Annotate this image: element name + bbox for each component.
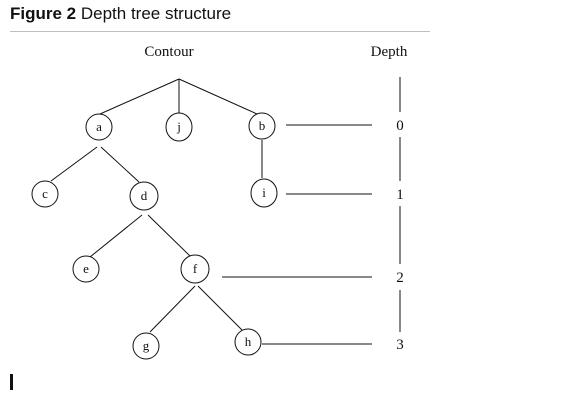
- edge-root-b: [178, 78, 258, 115]
- node-e: e: [72, 255, 100, 283]
- node-f-label: f: [193, 261, 198, 276]
- node-a-label: a: [96, 119, 102, 134]
- depth-3: 3: [396, 337, 404, 353]
- node-j: j: [165, 112, 193, 142]
- node-b-label: b: [259, 118, 266, 133]
- depth-0: 0: [396, 118, 404, 134]
- depth-2: 2: [396, 270, 404, 286]
- edge-f-g: [149, 285, 196, 333]
- edge-root-a: [99, 78, 180, 115]
- depth-1: 1: [396, 187, 404, 203]
- figure-label: Figure 2: [10, 4, 77, 23]
- edge-a-c: [50, 146, 98, 182]
- node-i: i: [250, 178, 278, 208]
- node-c: c: [31, 180, 59, 208]
- node-j-label: j: [176, 119, 181, 134]
- node-h-label: h: [245, 334, 252, 349]
- node-b: b: [248, 112, 276, 140]
- node-g-label: g: [143, 338, 150, 353]
- figure-title: Depth tree structure: [80, 4, 232, 23]
- edge-d-e: [89, 214, 143, 258]
- node-a: a: [85, 113, 113, 141]
- node-d-label: d: [141, 188, 148, 203]
- caption-rule: [10, 31, 430, 32]
- depth-header: Depth: [371, 44, 408, 60]
- page-edge-bar: [10, 374, 13, 390]
- node-d: d: [129, 181, 159, 211]
- node-h: h: [234, 328, 262, 356]
- edge-a-d: [100, 146, 140, 183]
- figure-caption: Figure 2 Depth tree structure: [10, 4, 231, 24]
- edge-d-f: [147, 214, 191, 257]
- node-e-label: e: [83, 261, 89, 276]
- edge-f-h: [197, 285, 243, 331]
- node-g: g: [132, 332, 160, 360]
- node-i-label: i: [262, 185, 266, 200]
- node-c-label: c: [42, 186, 48, 201]
- node-f: f: [180, 254, 210, 284]
- contour-header: Contour: [144, 44, 193, 60]
